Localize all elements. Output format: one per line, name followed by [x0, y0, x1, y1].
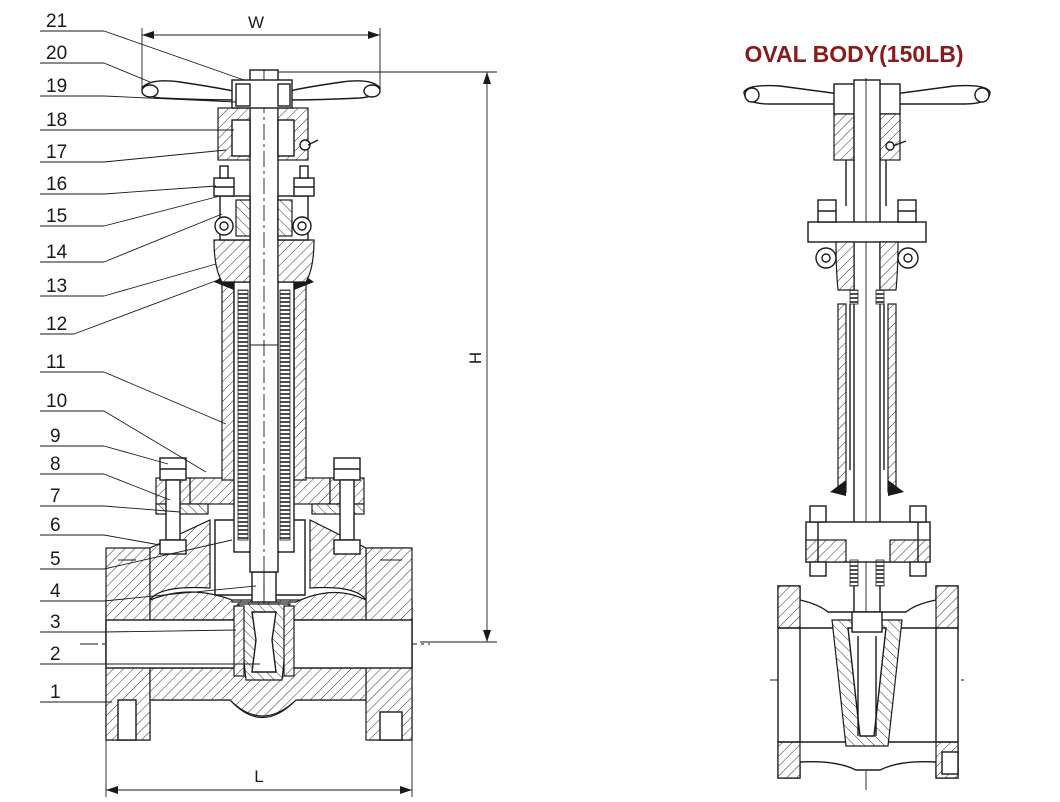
yoke — [217, 107, 319, 161]
part-label-11: 11 — [46, 352, 66, 373]
dimension-h: H — [270, 71, 497, 643]
stem — [249, 69, 279, 600]
part-label-5: 5 — [50, 549, 61, 570]
part-label-13: 13 — [46, 276, 67, 297]
part-label-10: 10 — [46, 391, 67, 412]
part-label-2: 2 — [50, 644, 61, 665]
oval-extension-tube — [830, 303, 904, 496]
part-label-3: 3 — [50, 612, 61, 633]
part-label-8: 8 — [50, 454, 61, 475]
part-label-4: 4 — [50, 581, 61, 602]
gland-assembly — [213, 165, 315, 283]
oval-gland — [807, 199, 927, 305]
part-label-6: 6 — [50, 515, 61, 536]
dimension-w: W — [141, 13, 381, 90]
oval-body-view: OVAL BODY(150LB) — [743, 41, 991, 790]
part-label-14: 14 — [46, 242, 68, 263]
extension-bonnet — [214, 268, 314, 553]
oval-wedge — [831, 611, 903, 747]
part-label-17: 17 — [46, 142, 67, 163]
part-label-21: 21 — [46, 11, 67, 32]
part-label-18: 18 — [46, 110, 67, 131]
part-label-19: 19 — [46, 76, 67, 97]
dimension-l: L — [105, 740, 413, 797]
leader-lines — [40, 30, 260, 703]
oval-bonnet-flange — [805, 505, 931, 587]
handwheel — [141, 79, 381, 109]
dimension-h-label: H — [466, 352, 485, 364]
dimension-l-label: L — [254, 767, 263, 786]
bonnet-bolts — [159, 457, 361, 555]
part-number-labels: 21 20 19 18 17 16 15 14 13 12 11 10 9 8 … — [46, 11, 68, 703]
part-label-7: 7 — [50, 486, 61, 507]
oval-body-title: OVAL BODY(150LB) — [745, 41, 964, 67]
dimension-w-label: W — [248, 13, 264, 32]
part-label-15: 15 — [46, 206, 67, 227]
part-label-9: 9 — [50, 426, 61, 447]
part-label-20: 20 — [46, 43, 67, 64]
part-label-1: 1 — [50, 682, 61, 703]
part-label-12: 12 — [46, 314, 67, 335]
section-view: W H L — [40, 11, 497, 797]
wedge — [233, 571, 295, 681]
part-label-16: 16 — [46, 174, 67, 195]
